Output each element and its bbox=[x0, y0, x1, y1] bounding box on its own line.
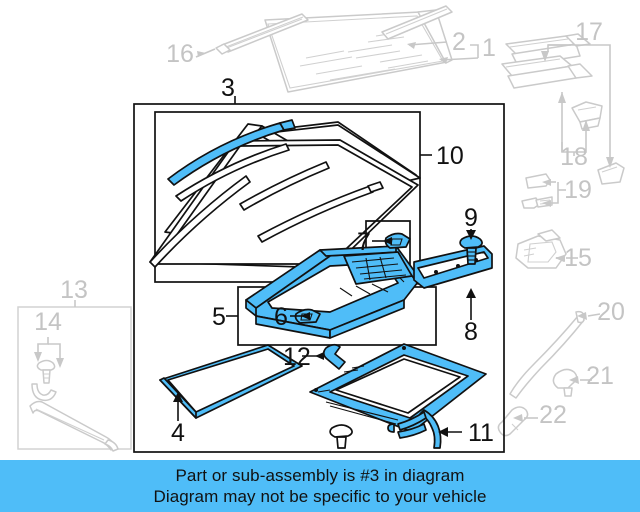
callout-label-15: 15 bbox=[564, 244, 592, 272]
callout-label-12: 12 bbox=[283, 343, 311, 371]
callout-leaders-dark bbox=[173, 154, 476, 437]
glass-panel-group bbox=[215, 5, 453, 93]
callout-label-20: 20 bbox=[597, 298, 625, 326]
callout-label-7: 7 bbox=[357, 228, 371, 256]
callout-label-6: 6 bbox=[274, 303, 288, 331]
callout-label-21: 21 bbox=[586, 362, 614, 390]
banner-line-1: Part or sub-assembly is #3 in diagram bbox=[175, 466, 465, 485]
box-3-weatherstrip-assembly bbox=[133, 96, 505, 453]
info-banner: Part or sub-assembly is #3 in diagram Di… bbox=[0, 460, 640, 512]
callout-label-14: 14 bbox=[34, 308, 62, 336]
sunshade-panel bbox=[159, 344, 303, 419]
banner-line-2: Diagram may not be specific to your vehi… bbox=[153, 487, 487, 506]
callout-label-18: 18 bbox=[560, 143, 588, 171]
callout-label-13: 13 bbox=[60, 276, 88, 304]
callout-label-3: 3 bbox=[221, 74, 235, 102]
callout-label-4: 4 bbox=[171, 419, 185, 447]
drain-hose bbox=[387, 409, 442, 449]
callout-label-9: 9 bbox=[464, 204, 478, 232]
callout-label-1: 1 bbox=[482, 34, 496, 62]
sunroof-frame-assembly bbox=[245, 245, 419, 339]
callout-label-5: 5 bbox=[212, 303, 226, 331]
callout-label-8: 8 bbox=[464, 318, 478, 346]
callout-label-2: 2 bbox=[452, 28, 466, 56]
roof-panel bbox=[309, 343, 487, 433]
callout-label-22: 22 bbox=[539, 401, 567, 429]
wind-deflector-box bbox=[17, 300, 132, 452]
callout-leaders-top bbox=[195, 41, 479, 64]
callout-label-11: 11 bbox=[468, 419, 494, 447]
callout-label-10: 10 bbox=[436, 142, 464, 170]
callout-label-19: 19 bbox=[564, 176, 592, 204]
callout-label-17: 17 bbox=[575, 18, 603, 46]
callout-label-16: 16 bbox=[166, 40, 194, 68]
callout-leaders-right bbox=[513, 44, 614, 422]
callout-leader-14 bbox=[34, 337, 64, 368]
